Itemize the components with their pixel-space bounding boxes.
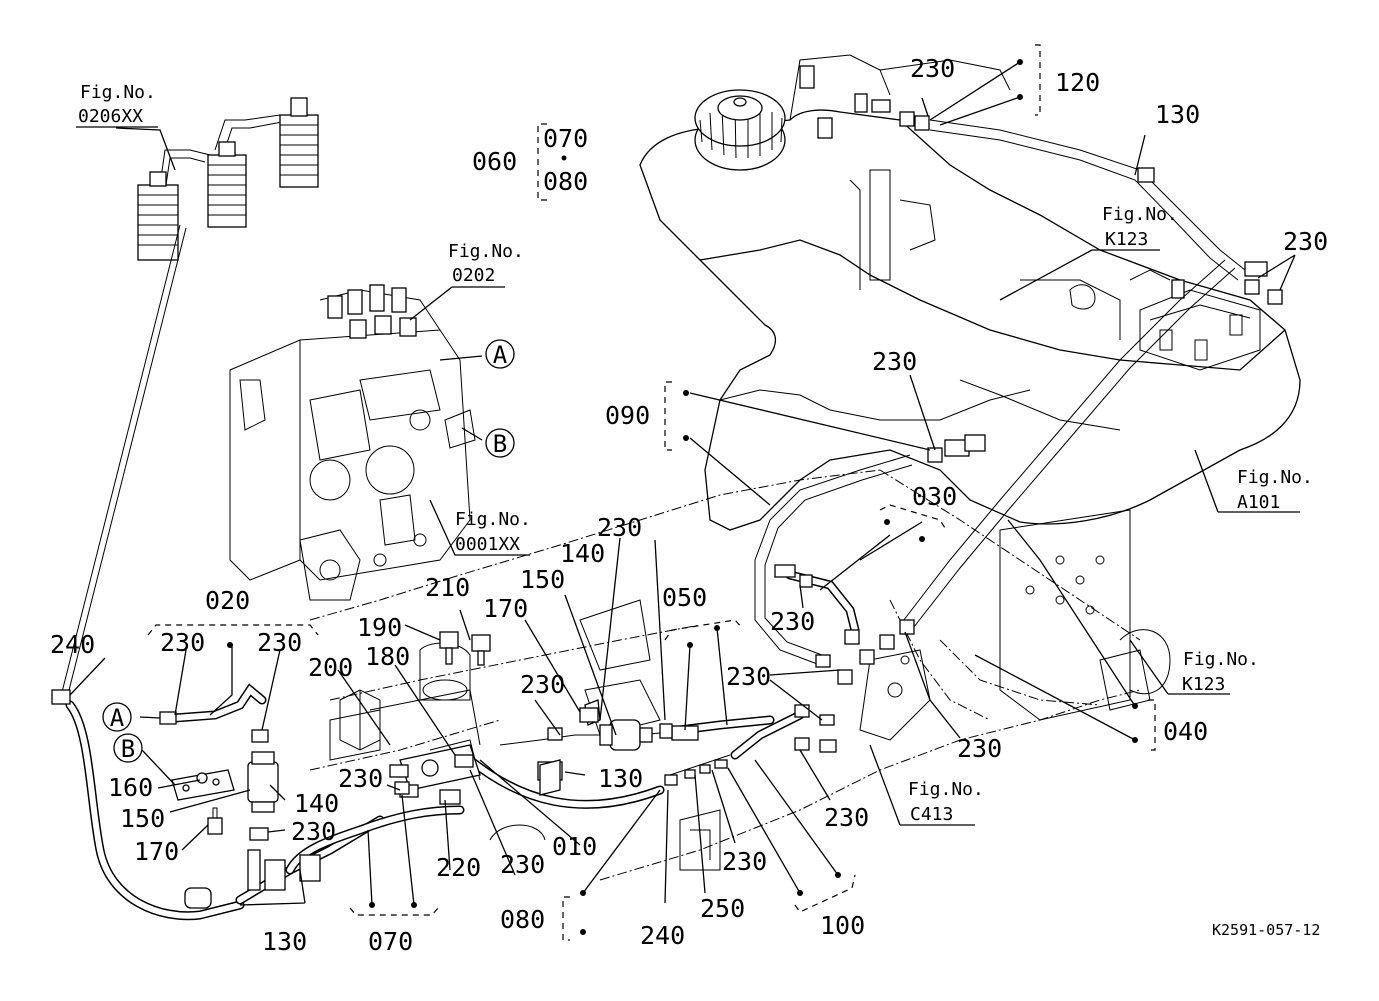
label-100: 100 [820, 911, 865, 940]
label-080: 080 [543, 167, 588, 196]
tank-fittings [799, 65, 1185, 299]
figure-references: Fig.No. 0206XX Fig.No. 0202 Fig.No. 0001… [76, 82, 1313, 825]
label-200: 200 [308, 653, 353, 682]
label-230: 230 [722, 847, 767, 876]
label-230: 230 [160, 628, 205, 657]
label-130: 130 [598, 764, 643, 793]
label-230: 230 [520, 670, 565, 699]
label-040: 040 [1163, 717, 1208, 746]
label-030: 030 [912, 482, 957, 511]
fig-c413-line1: Fig.No. [908, 779, 984, 800]
fig-a101-line2: A101 [1237, 492, 1280, 513]
ref-a-upper: A [493, 341, 508, 369]
label-230: 230 [338, 764, 383, 793]
label-230: 230 [957, 734, 1002, 763]
label-230: 230 [824, 803, 869, 832]
label-130: 130 [262, 927, 307, 956]
label-140: 140 [294, 789, 339, 818]
fig-0202-line1: Fig.No. [448, 241, 524, 262]
label-080: 080 [500, 905, 545, 934]
fuel-hoses [59, 119, 1246, 921]
connection-ref-a: A [485, 339, 515, 369]
label-230: 230 [910, 54, 955, 83]
label-150: 150 [120, 804, 165, 833]
fig-k123-top-line1: Fig.No. [1102, 204, 1178, 225]
label-240: 240 [640, 921, 685, 950]
fig-0001-line1: Fig.No. [455, 509, 531, 530]
label-230: 230 [597, 513, 642, 542]
fig-0202-line2: 0202 [452, 265, 495, 286]
fig-0206-line1: Fig.No. [80, 82, 156, 103]
label-010: 010 [552, 832, 597, 861]
connection-ref-a-lower: A [102, 702, 132, 732]
label-230: 230 [500, 850, 545, 879]
label-250: 250 [700, 894, 745, 923]
ref-b-upper: B [493, 430, 507, 458]
label-230: 230 [726, 662, 771, 691]
connection-ref-b: B [485, 428, 515, 458]
label-210: 210 [425, 573, 470, 602]
fig-a101-line1: Fig.No. [1237, 467, 1313, 488]
label-150: 150 [520, 565, 565, 594]
fuel-tank [639, 54, 1301, 531]
frame-rail [309, 469, 1171, 881]
fig-k123-right-line1: Fig.No. [1183, 649, 1259, 670]
label-070: 070 [368, 927, 413, 956]
label-060: 060 [472, 147, 517, 176]
label-120: 120 [1055, 68, 1100, 97]
label-020: 020 [205, 586, 250, 615]
fig-k123-right-line2: K123 [1182, 674, 1225, 695]
label-190: 190 [357, 613, 402, 642]
label-220: 220 [436, 853, 481, 882]
group-brackets [147, 44, 1156, 941]
label-230: 230 [291, 817, 336, 846]
label-170: 170 [134, 837, 179, 866]
fig-0001-line2: 0001XX [455, 534, 520, 555]
injection-nozzles [137, 97, 319, 261]
injection-pump-engine [229, 284, 476, 601]
fig-k123-top-line2: K123 [1105, 229, 1148, 250]
label-170: 170 [483, 594, 528, 623]
ref-a-lower: A [110, 704, 125, 732]
ref-b-lower: B [121, 735, 135, 763]
fuel-filter-assembly [51, 99, 1283, 909]
label-160: 160 [108, 773, 153, 802]
connection-ref-b-lower: B [113, 733, 143, 763]
document-code: K2591-057-12 [1212, 921, 1320, 939]
leader-lines [69, 61, 1300, 906]
label-180: 180 [365, 642, 410, 671]
label-230: 230 [872, 347, 917, 376]
label-230: 230 [257, 628, 302, 657]
part-number-labels: 230 120 130 230 070 060 080 230 090 030 … [50, 54, 1328, 956]
fig-c413-line2: C413 [910, 804, 953, 825]
label-090: 090 [605, 401, 650, 430]
label-130: 130 [1155, 100, 1200, 129]
label-240: 240 [50, 630, 95, 659]
fuel-cap [694, 89, 786, 171]
label-230: 230 [770, 607, 815, 636]
label-070: 070 [543, 124, 588, 153]
label-230: 230 [1283, 227, 1328, 256]
label-140: 140 [560, 539, 605, 568]
fig-0206-line2: 0206XX [78, 106, 143, 127]
label-050: 050 [662, 583, 707, 612]
